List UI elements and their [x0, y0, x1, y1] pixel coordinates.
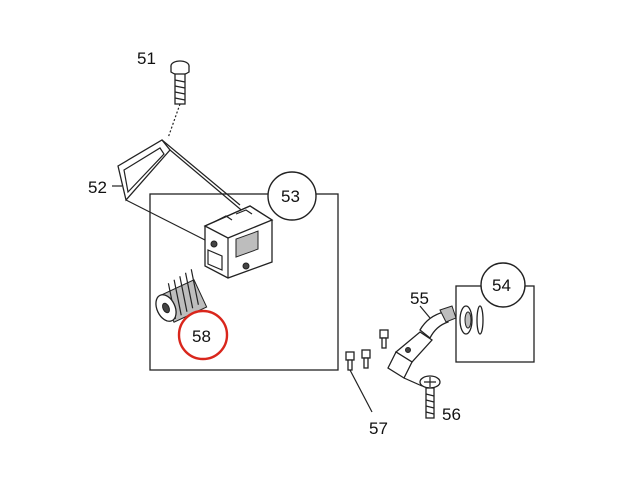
part-52-gasket — [117, 139, 171, 202]
callout-label-54: 54 — [492, 276, 511, 295]
part-55-hose-fitting — [387, 305, 457, 379]
part-53-assembly-box — [149, 193, 339, 371]
assembly-line — [169, 149, 247, 215]
part-58-filter-element — [155, 269, 208, 323]
assembly-line — [161, 139, 241, 206]
part-53-filter-housing — [203, 205, 274, 279]
part-54-seal-set — [459, 305, 484, 335]
assembly-line — [403, 377, 423, 387]
callout-label-58[interactable]: 58 — [192, 327, 211, 346]
callout-label-55: 55 — [410, 289, 429, 308]
leader-line-55 — [419, 305, 431, 319]
callout-circle-58-highlight[interactable] — [177, 309, 229, 361]
callout-circle-54 — [480, 262, 526, 308]
callout-label-56: 56 — [442, 405, 461, 424]
assembly-line — [125, 199, 206, 241]
callout-label-53: 53 — [281, 187, 300, 206]
leader-line-57 — [349, 369, 373, 413]
callout-label-51: 51 — [137, 49, 156, 68]
callout-circle-53 — [267, 171, 317, 221]
part-57-screws — [345, 329, 389, 371]
callout-label-57: 57 — [369, 419, 388, 438]
leader-line-51 — [167, 103, 181, 139]
part-56-screw — [419, 375, 441, 419]
part-51-screw — [170, 60, 190, 105]
callout-label-52: 52 — [88, 178, 107, 197]
